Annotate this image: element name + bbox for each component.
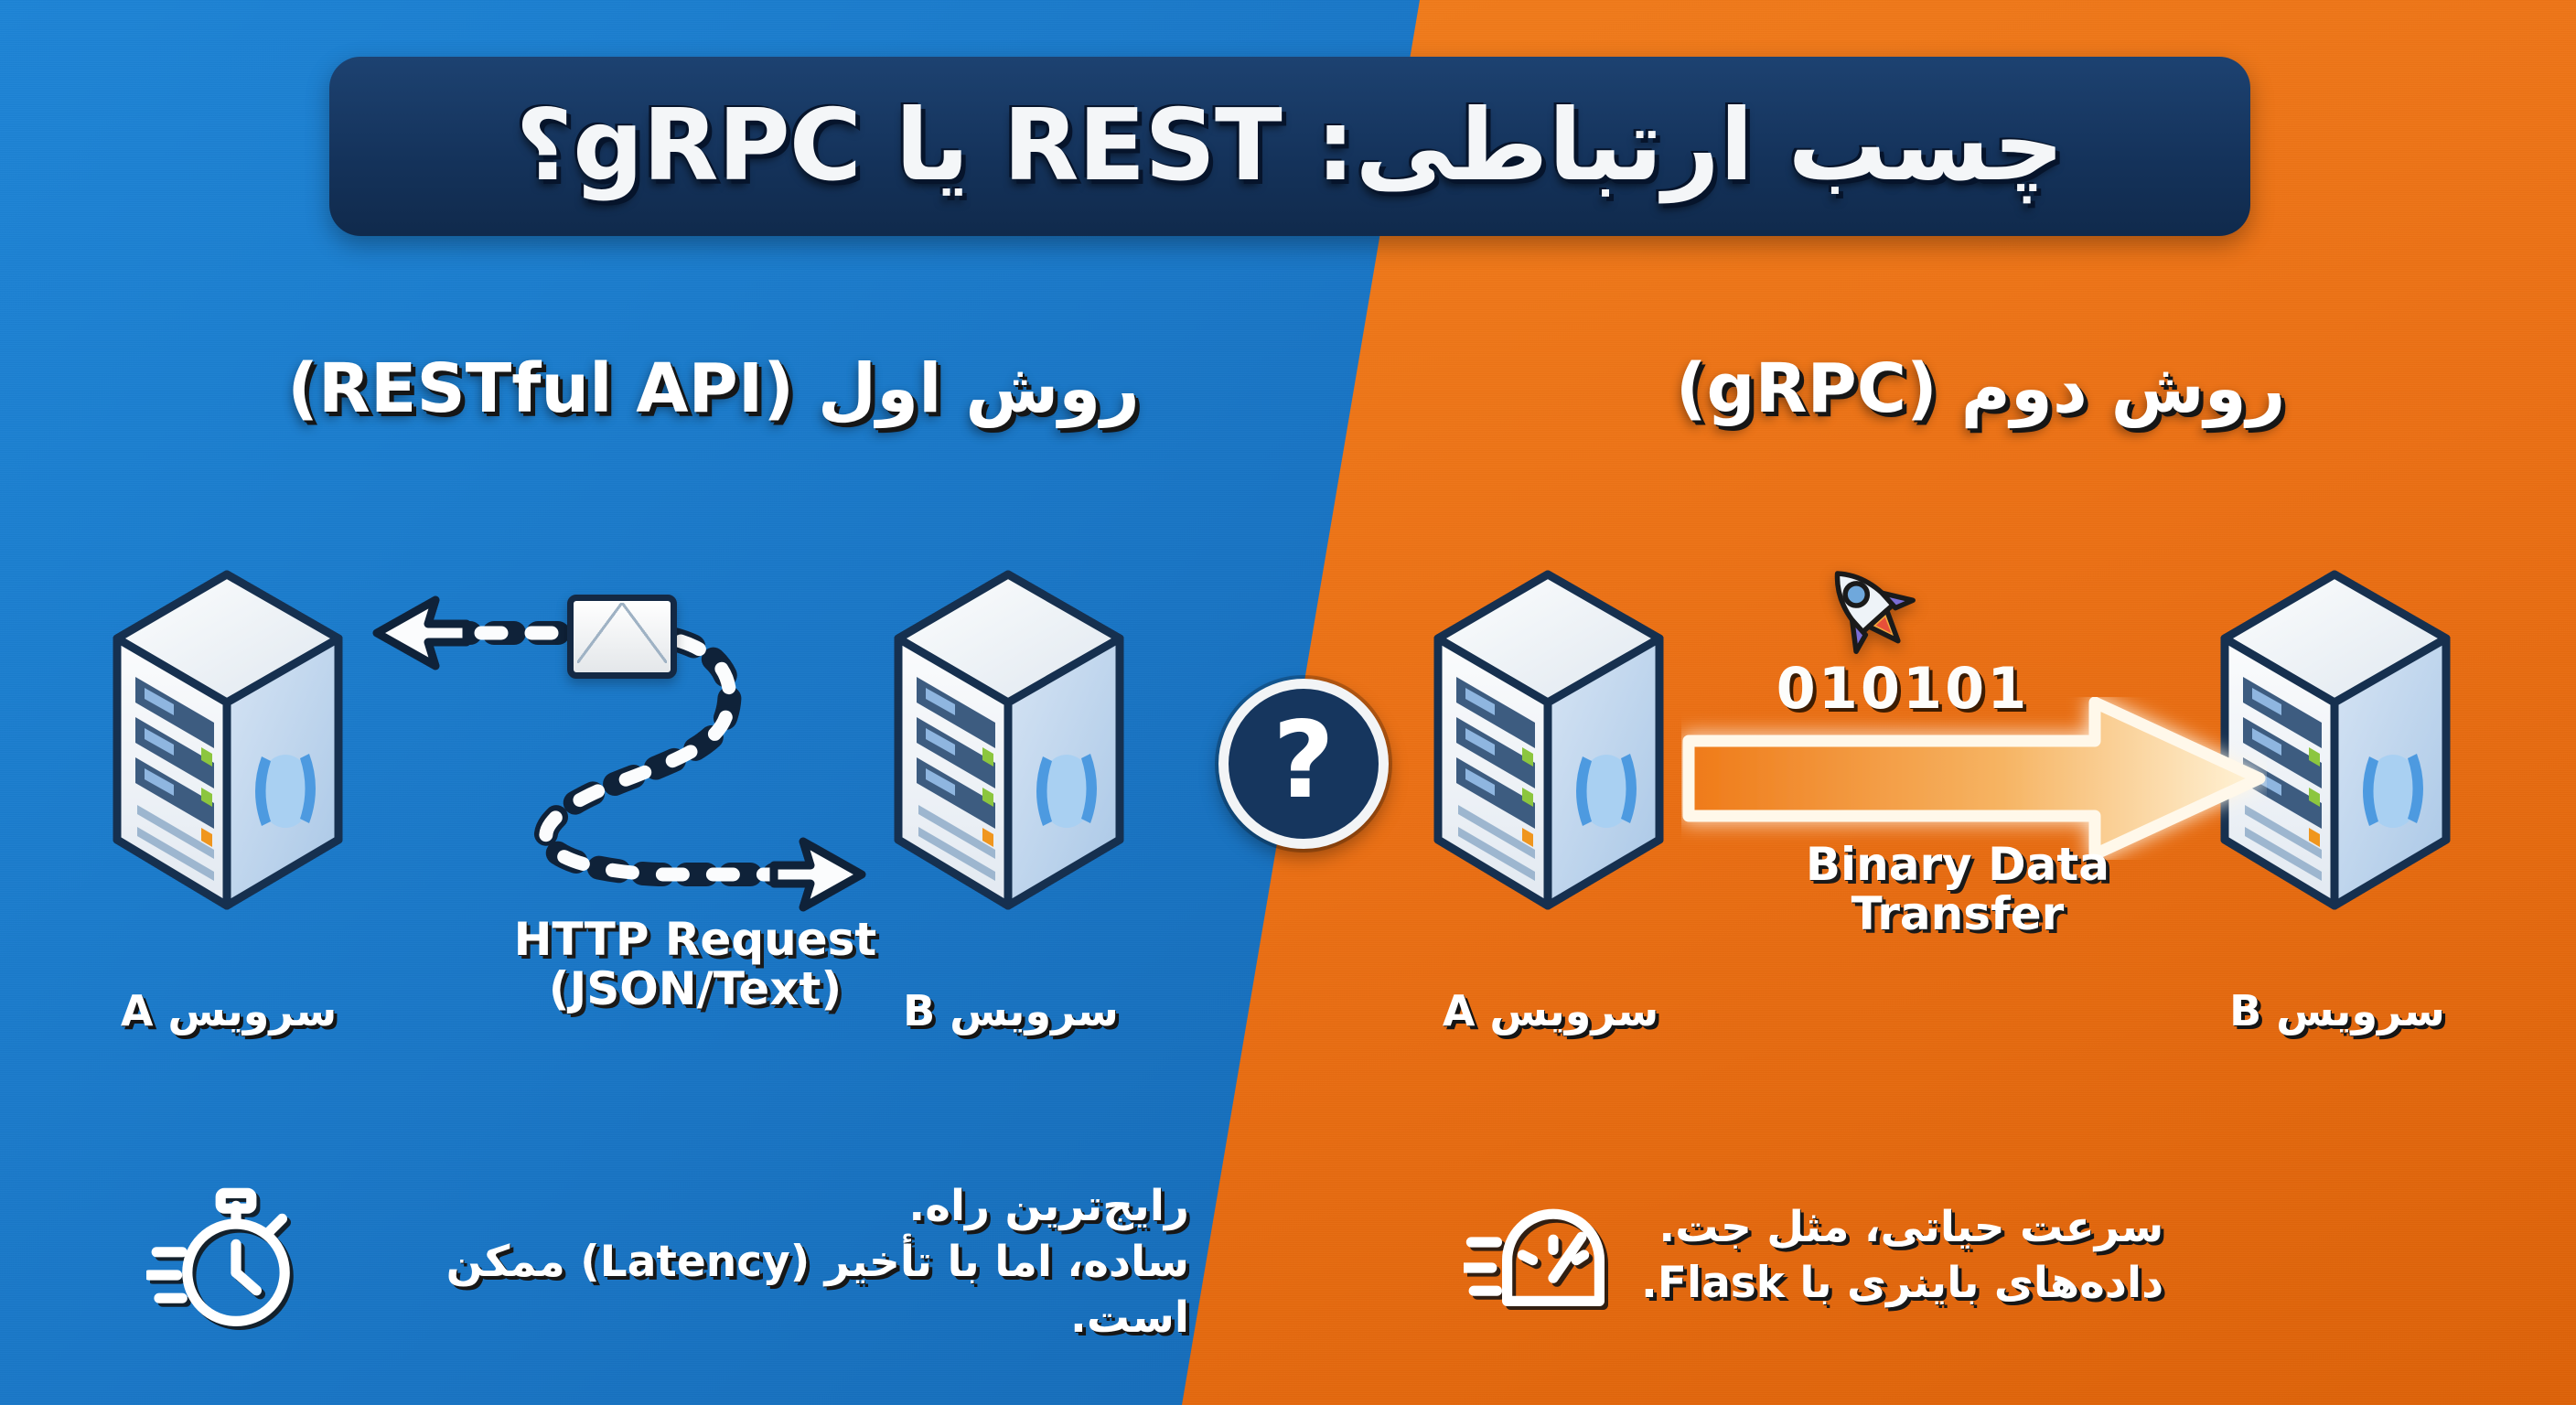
right-column-heading: روش دوم (gRPC) <box>1675 349 2286 428</box>
server-led-green <box>2309 788 2320 807</box>
rocket-icon <box>1834 571 1916 654</box>
server-tower-icon <box>894 570 1124 910</box>
server-led-green <box>1522 788 1533 807</box>
service-label-a-right: سرویس A <box>1442 986 1659 1035</box>
code-braces-icon <box>2363 754 2423 828</box>
left-footer-text: رایج‌ترین راه. ساده، اما با تأخیر (Laten… <box>445 1181 1189 1344</box>
right-flow-caption: Binary Data Transfer <box>1805 838 2110 940</box>
server-led-green <box>201 788 212 807</box>
code-braces-icon <box>1576 754 1637 828</box>
arrow-head-left-icon <box>372 595 471 670</box>
arrow-head-right-icon <box>769 837 866 912</box>
left-column-heading: روش اول (RESTful API) <box>287 349 1140 428</box>
left-flow-caption: HTTP Request (JSON/Text) <box>513 913 877 1015</box>
right-footer-text: سرعت حیاتی، مثل جت. داده‌های باینری با F… <box>1641 1201 2164 1308</box>
right-footer: سرعت حیاتی، مثل جت. داده‌های باینری با F… <box>1464 1178 2488 1332</box>
service-label-b-left: سرویس B <box>903 986 1119 1035</box>
stopwatch-icon <box>146 1187 290 1326</box>
service-label-a-left: سرویس A <box>120 986 338 1035</box>
code-braces-icon <box>255 754 316 828</box>
code-braces-icon <box>1036 754 1097 828</box>
server-led-green <box>2309 747 2320 767</box>
server-led-green <box>982 747 993 767</box>
server-led-orange <box>982 828 993 847</box>
title-banner: چسب ارتباطی: REST یا gRPC؟ <box>329 57 2250 236</box>
question-mark-badge-icon: ? <box>1218 679 1389 849</box>
server-led-orange <box>201 828 212 847</box>
server-tower-icon <box>2220 570 2451 910</box>
server-led-orange <box>1522 828 1533 847</box>
server-tower-icon <box>1433 570 1664 910</box>
server-led-green <box>1522 747 1533 767</box>
binary-digits-label: 010101 <box>1776 655 2030 722</box>
server-led-orange <box>2309 828 2320 847</box>
page-title: چسب ارتباطی: REST یا gRPC؟ <box>515 89 2065 204</box>
speedometer-icon <box>1464 1208 1605 1306</box>
envelope-icon <box>567 595 677 679</box>
server-led-green <box>201 747 212 767</box>
service-label-b-right: سرویس B <box>2229 986 2445 1035</box>
server-led-green <box>982 788 993 807</box>
question-mark-glyph: ? <box>1272 699 1335 822</box>
glowing-right-arrow-icon <box>1682 697 2266 860</box>
server-tower-icon <box>113 570 343 910</box>
left-footer: رایج‌ترین راه. ساده، اما با تأخیر (Laten… <box>146 1178 1189 1346</box>
